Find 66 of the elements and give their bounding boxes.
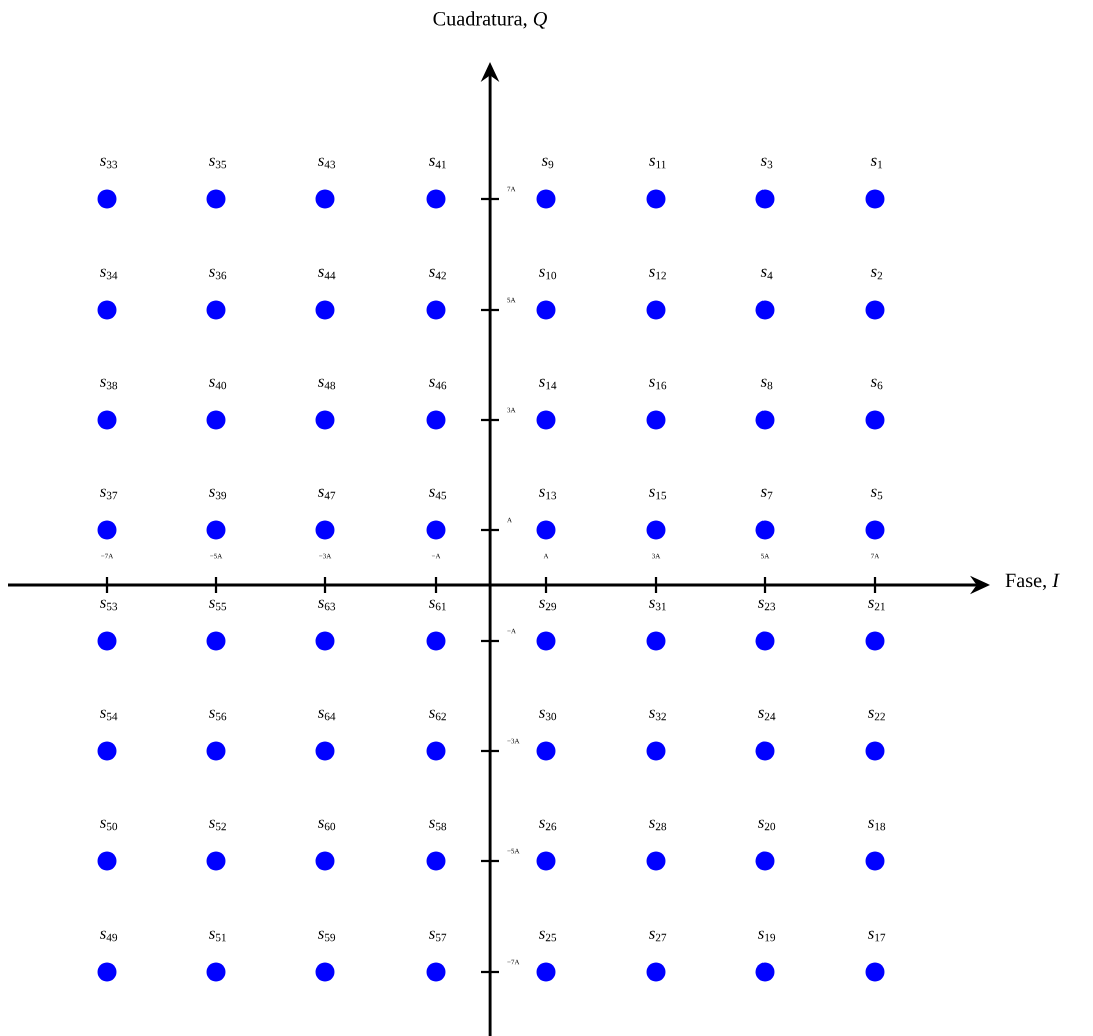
point-label: s$_{32}$ — [648, 709, 666, 721]
point-label: s$_{1}$ — [870, 157, 883, 169]
point-label: s$_{62}$ — [428, 709, 446, 721]
point-label: s$_{3}$ — [760, 157, 773, 169]
point-label: s$_{34}$ — [99, 268, 118, 280]
point-label: s$_{6}$ — [870, 378, 883, 390]
point-label: s$_{27}$ — [648, 930, 667, 942]
point-label: s$_{48}$ — [317, 378, 336, 390]
point-label: s$_{42}$ — [428, 268, 446, 280]
point-label: s$_{43}$ — [317, 157, 336, 169]
point-label: s$_{45}$ — [428, 488, 447, 500]
point-label: s$_{23}$ — [757, 599, 776, 611]
point-label: s$_{40}$ — [208, 378, 227, 390]
axis-label: Fase, I — [1005, 573, 1060, 591]
point-label: s$_{26}$ — [538, 819, 557, 831]
point-label: s$_{39}$ — [208, 488, 227, 500]
point-label: s$_{5}$ — [870, 488, 883, 500]
point-label: s$_{50}$ — [99, 819, 118, 831]
point-label: s$_{19}$ — [757, 930, 776, 942]
point-label: s$_{47}$ — [317, 488, 336, 500]
point-label: s$_{56}$ — [208, 709, 227, 721]
point-label: s$_{51}$ — [208, 930, 226, 942]
point-label: s$_{52}$ — [208, 819, 226, 831]
point-label: s$_{20}$ — [757, 819, 776, 831]
point-label: s$_{55}$ — [208, 599, 227, 611]
point-label: s$_{15}$ — [648, 488, 667, 500]
point-label: s$_{21}$ — [867, 599, 885, 611]
point-label: s$_{29}$ — [538, 599, 557, 611]
point-label: s$_{2}$ — [870, 268, 883, 280]
point-label: s$_{11}$ — [649, 157, 666, 169]
point-label: s$_{10}$ — [538, 268, 557, 280]
point-label: s$_{30}$ — [538, 709, 557, 721]
point-label: s$_{16}$ — [648, 378, 667, 390]
point-label: s$_{63}$ — [317, 599, 336, 611]
point-label: s$_{8}$ — [760, 378, 773, 390]
point-label: s$_{33}$ — [99, 157, 118, 169]
point-label: s$_{25}$ — [538, 930, 557, 942]
axis-label: Cuadratura, Q — [433, 11, 547, 29]
point-label: s$_{36}$ — [208, 268, 227, 280]
point-label: s$_{46}$ — [428, 378, 447, 390]
point-label: s$_{41}$ — [428, 157, 446, 169]
point-label: s$_{31}$ — [648, 599, 666, 611]
point-label: s$_{4}$ — [760, 268, 773, 280]
point-label: s$_{58}$ — [428, 819, 447, 831]
point-label: s$_{64}$ — [317, 709, 336, 721]
point-label: s$_{44}$ — [317, 268, 336, 280]
point-label: s$_{57}$ — [428, 930, 447, 942]
point-label: s$_{35}$ — [208, 157, 227, 169]
point-label: s$_{60}$ — [317, 819, 336, 831]
point-label: s$_{53}$ — [99, 599, 118, 611]
point-label: s$_{24}$ — [757, 709, 776, 721]
point-label: s$_{9}$ — [541, 157, 554, 169]
point-label: s$_{38}$ — [99, 378, 118, 390]
point-label: s$_{14}$ — [538, 378, 557, 390]
point-label: s$_{17}$ — [867, 930, 886, 942]
point-label: s$_{7}$ — [760, 488, 773, 500]
point-label: s$_{28}$ — [648, 819, 667, 831]
point-label: s$_{59}$ — [317, 930, 336, 942]
point-label: s$_{22}$ — [867, 709, 885, 721]
point-label: s$_{54}$ — [99, 709, 118, 721]
point-label: s$_{37}$ — [99, 488, 118, 500]
point-label: s$_{12}$ — [648, 268, 666, 280]
point-label: s$_{18}$ — [867, 819, 886, 831]
point-label: s$_{49}$ — [99, 930, 118, 942]
point-label: s$_{61}$ — [428, 599, 446, 611]
point-label: s$_{13}$ — [538, 488, 557, 500]
